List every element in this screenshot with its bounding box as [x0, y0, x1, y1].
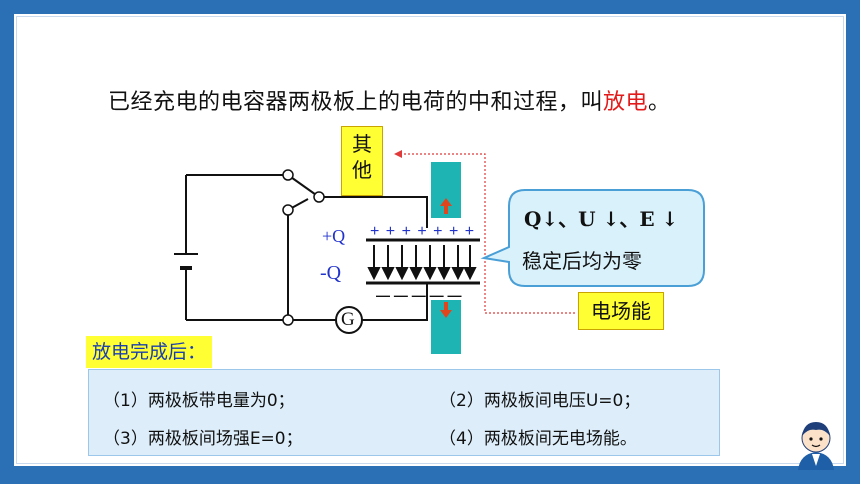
tag-other-text: 其他 — [352, 132, 372, 182]
field-arrow — [367, 245, 381, 281]
result-item-field: （3）两极板间场强E=0； — [103, 429, 303, 449]
field-arrow — [437, 245, 451, 281]
person-mascot-icon — [798, 422, 834, 470]
result-item-energy: （4）两极板间无电场能。 — [439, 429, 637, 449]
plate-bottom-label: -Q — [320, 262, 342, 284]
junction-bottom — [282, 314, 294, 326]
callout-conclusion: 稳定后均为零 — [522, 249, 642, 273]
switch-terminal-top — [282, 169, 294, 181]
field-arrow — [395, 245, 409, 281]
battery-symbol — [174, 253, 198, 270]
callout-quantities: Q↓、U ↓、E ↓ — [524, 207, 679, 231]
galvanometer-symbol — [335, 306, 363, 334]
callout-bubble — [480, 189, 705, 287]
circuit-wires — [185, 174, 428, 321]
wire-switch-blade — [287, 174, 320, 198]
results-panel: （1）两极板带电量为0； （2）两极板间电压U=0； （3）两极板间场强E=0；… — [88, 369, 720, 456]
arrow-down-icon — [440, 302, 452, 318]
electric-field-arrows — [367, 245, 477, 281]
results-title: 放电完成后： — [86, 336, 213, 368]
field-arrow — [463, 245, 477, 281]
field-arrow — [409, 245, 423, 281]
switch-terminal-left — [282, 204, 294, 216]
arrow-left-icon — [394, 150, 402, 158]
plate-bottom-charges: — — — — — — [376, 287, 462, 303]
arrow-up-icon — [440, 198, 452, 214]
result-item-voltage: （2）两极板间电压U=0； — [439, 391, 641, 411]
field-arrow — [451, 245, 465, 281]
plate-top-charges: + + + + + + + — [370, 223, 475, 240]
tag-electric-field-energy: 电场能 — [578, 292, 664, 330]
field-arrow — [381, 245, 395, 281]
switch-terminal-right — [313, 191, 325, 203]
field-arrow — [423, 245, 437, 281]
tag-other-energy: 其他 — [341, 126, 383, 196]
heading-text: 已经充电的电容器两极板上的电荷的中和过程，叫 — [108, 90, 604, 115]
switch-terminals — [282, 169, 325, 326]
heading-accent: 放电 — [603, 90, 649, 115]
heading-suffix: 。 — [648, 90, 671, 115]
wire-switch-to-other — [319, 196, 428, 228]
plate-top-label: +Q — [322, 226, 346, 246]
slide-heading: 已经充电的电容器两极板上的电荷的中和过程，叫放电。 — [108, 84, 671, 116]
wire-galvanometer-to-plate — [362, 283, 428, 321]
galvanometer-label: G — [341, 309, 355, 330]
result-item-charge: （1）两极板带电量为0； — [103, 391, 295, 411]
energy-flow-path — [398, 153, 575, 314]
